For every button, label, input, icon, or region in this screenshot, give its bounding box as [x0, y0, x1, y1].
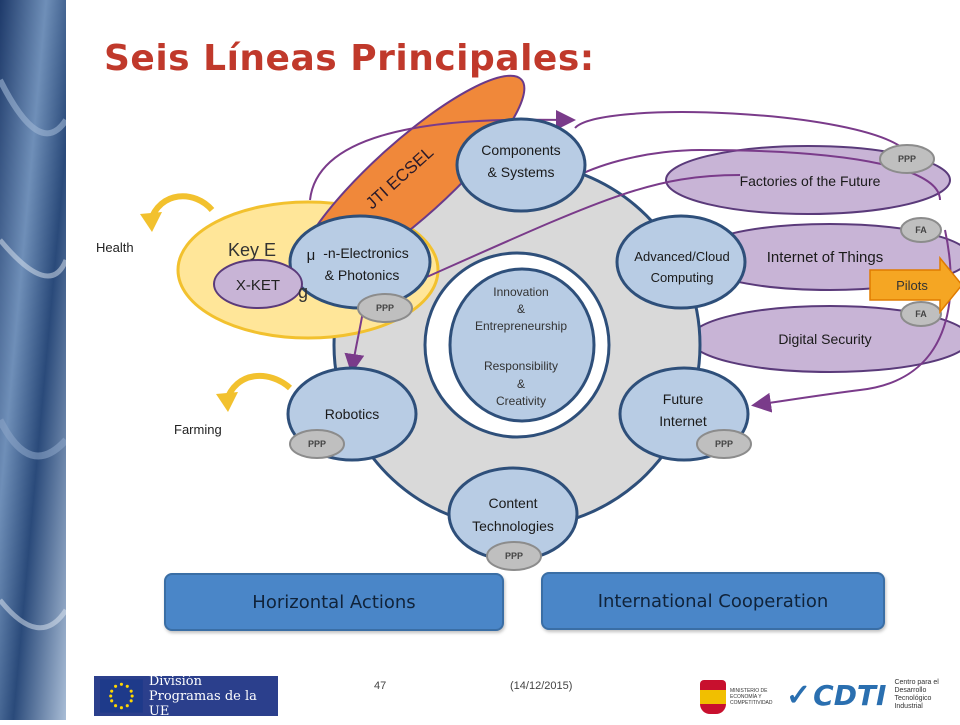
- center-line2: Entrepreneurship: [475, 319, 567, 333]
- x-ket-shape: [213, 259, 303, 309]
- components-line1: Components: [481, 142, 560, 158]
- cloud-line1: Advanced/Cloud: [634, 249, 729, 264]
- content-line2: Technologies: [472, 518, 554, 534]
- center-line1: Innovation: [493, 285, 548, 299]
- sidebar-decoration: [0, 0, 69, 720]
- cdti-wordmark: CDTI: [813, 678, 887, 712]
- footer-date: (14/12/2015): [510, 680, 573, 692]
- micro-line1: -n-Electronics: [323, 245, 409, 261]
- content-line1: Content: [488, 495, 537, 511]
- ministry-logo: MINISTERIO DE ECONOMÍA Y COMPETITIVIDAD: [700, 678, 780, 716]
- micro-prefix: μ: [307, 247, 316, 264]
- slide-title: Seis Líneas Principales:: [104, 38, 595, 79]
- health-label: Health: [96, 240, 134, 255]
- badge-shapes: [289, 144, 942, 571]
- x-ket-label: X-KET: [236, 277, 280, 294]
- farming-label: Farming: [174, 422, 222, 437]
- center-amp2: &: [517, 377, 525, 391]
- pilots-arrow: [869, 255, 960, 315]
- security-label: Digital Security: [778, 331, 871, 347]
- international-cooperation-label: International Cooperation: [597, 590, 829, 612]
- eu-line2: Programas de la UE: [148, 688, 257, 719]
- page-number: 47: [374, 680, 387, 692]
- spain-shield-icon: [700, 680, 726, 714]
- cloud-line2: Computing: [651, 270, 714, 285]
- connector-arrows: [309, 109, 952, 413]
- robotics-badge: PPP: [308, 439, 326, 449]
- ministry-text: MINISTERIO DE ECONOMÍA Y COMPETITIVIDAD: [730, 688, 773, 706]
- future-line1: Future: [663, 391, 704, 407]
- horizontal-actions-label: Horizontal Actions: [252, 591, 416, 613]
- cdti-check-icon: ✓: [786, 678, 812, 712]
- node-components: [455, 117, 587, 213]
- micro-badge: PPP: [376, 303, 394, 313]
- components-line2: & Systems: [488, 164, 555, 180]
- center-values: [448, 267, 596, 423]
- eu-line1: División: [148, 673, 202, 689]
- cdti-subtitle: Centro para el Desarrollo Tecnológico In…: [894, 679, 939, 710]
- factories-badge: PPP: [898, 154, 916, 164]
- micro-line2: & Photonics: [325, 267, 400, 283]
- pilots-label: Pilots: [896, 278, 928, 293]
- ket-label: Key E: [228, 240, 276, 260]
- iot-label: Internet of Things: [767, 249, 883, 266]
- horizontal-actions-box: Horizontal Actions: [164, 573, 504, 631]
- security-badge: FA: [915, 309, 927, 319]
- robotics-label: Robotics: [325, 406, 379, 422]
- eu-division-logo: División Programas de la UE: [94, 673, 278, 719]
- factories-label: Factories of the Future: [740, 173, 881, 189]
- eu-stars-icon: [100, 679, 143, 713]
- center-line3: Responsibility: [484, 359, 558, 373]
- future-badge: PPP: [715, 439, 733, 449]
- node-cloud: [615, 214, 747, 310]
- iot-badge: FA: [915, 225, 927, 235]
- future-line2: Internet: [659, 413, 707, 429]
- international-cooperation-box: International Cooperation: [541, 572, 885, 630]
- content-badge: PPP: [505, 551, 523, 561]
- health-arrow: [140, 193, 215, 232]
- center-line4: Creativity: [496, 394, 546, 408]
- ket-label-tail: g: [298, 282, 308, 302]
- farming-arrow: [216, 372, 293, 412]
- center-amp1: &: [517, 302, 525, 316]
- cdti-logo: ✓ CDTI Centro para el Desarrollo Tecnoló…: [786, 674, 956, 716]
